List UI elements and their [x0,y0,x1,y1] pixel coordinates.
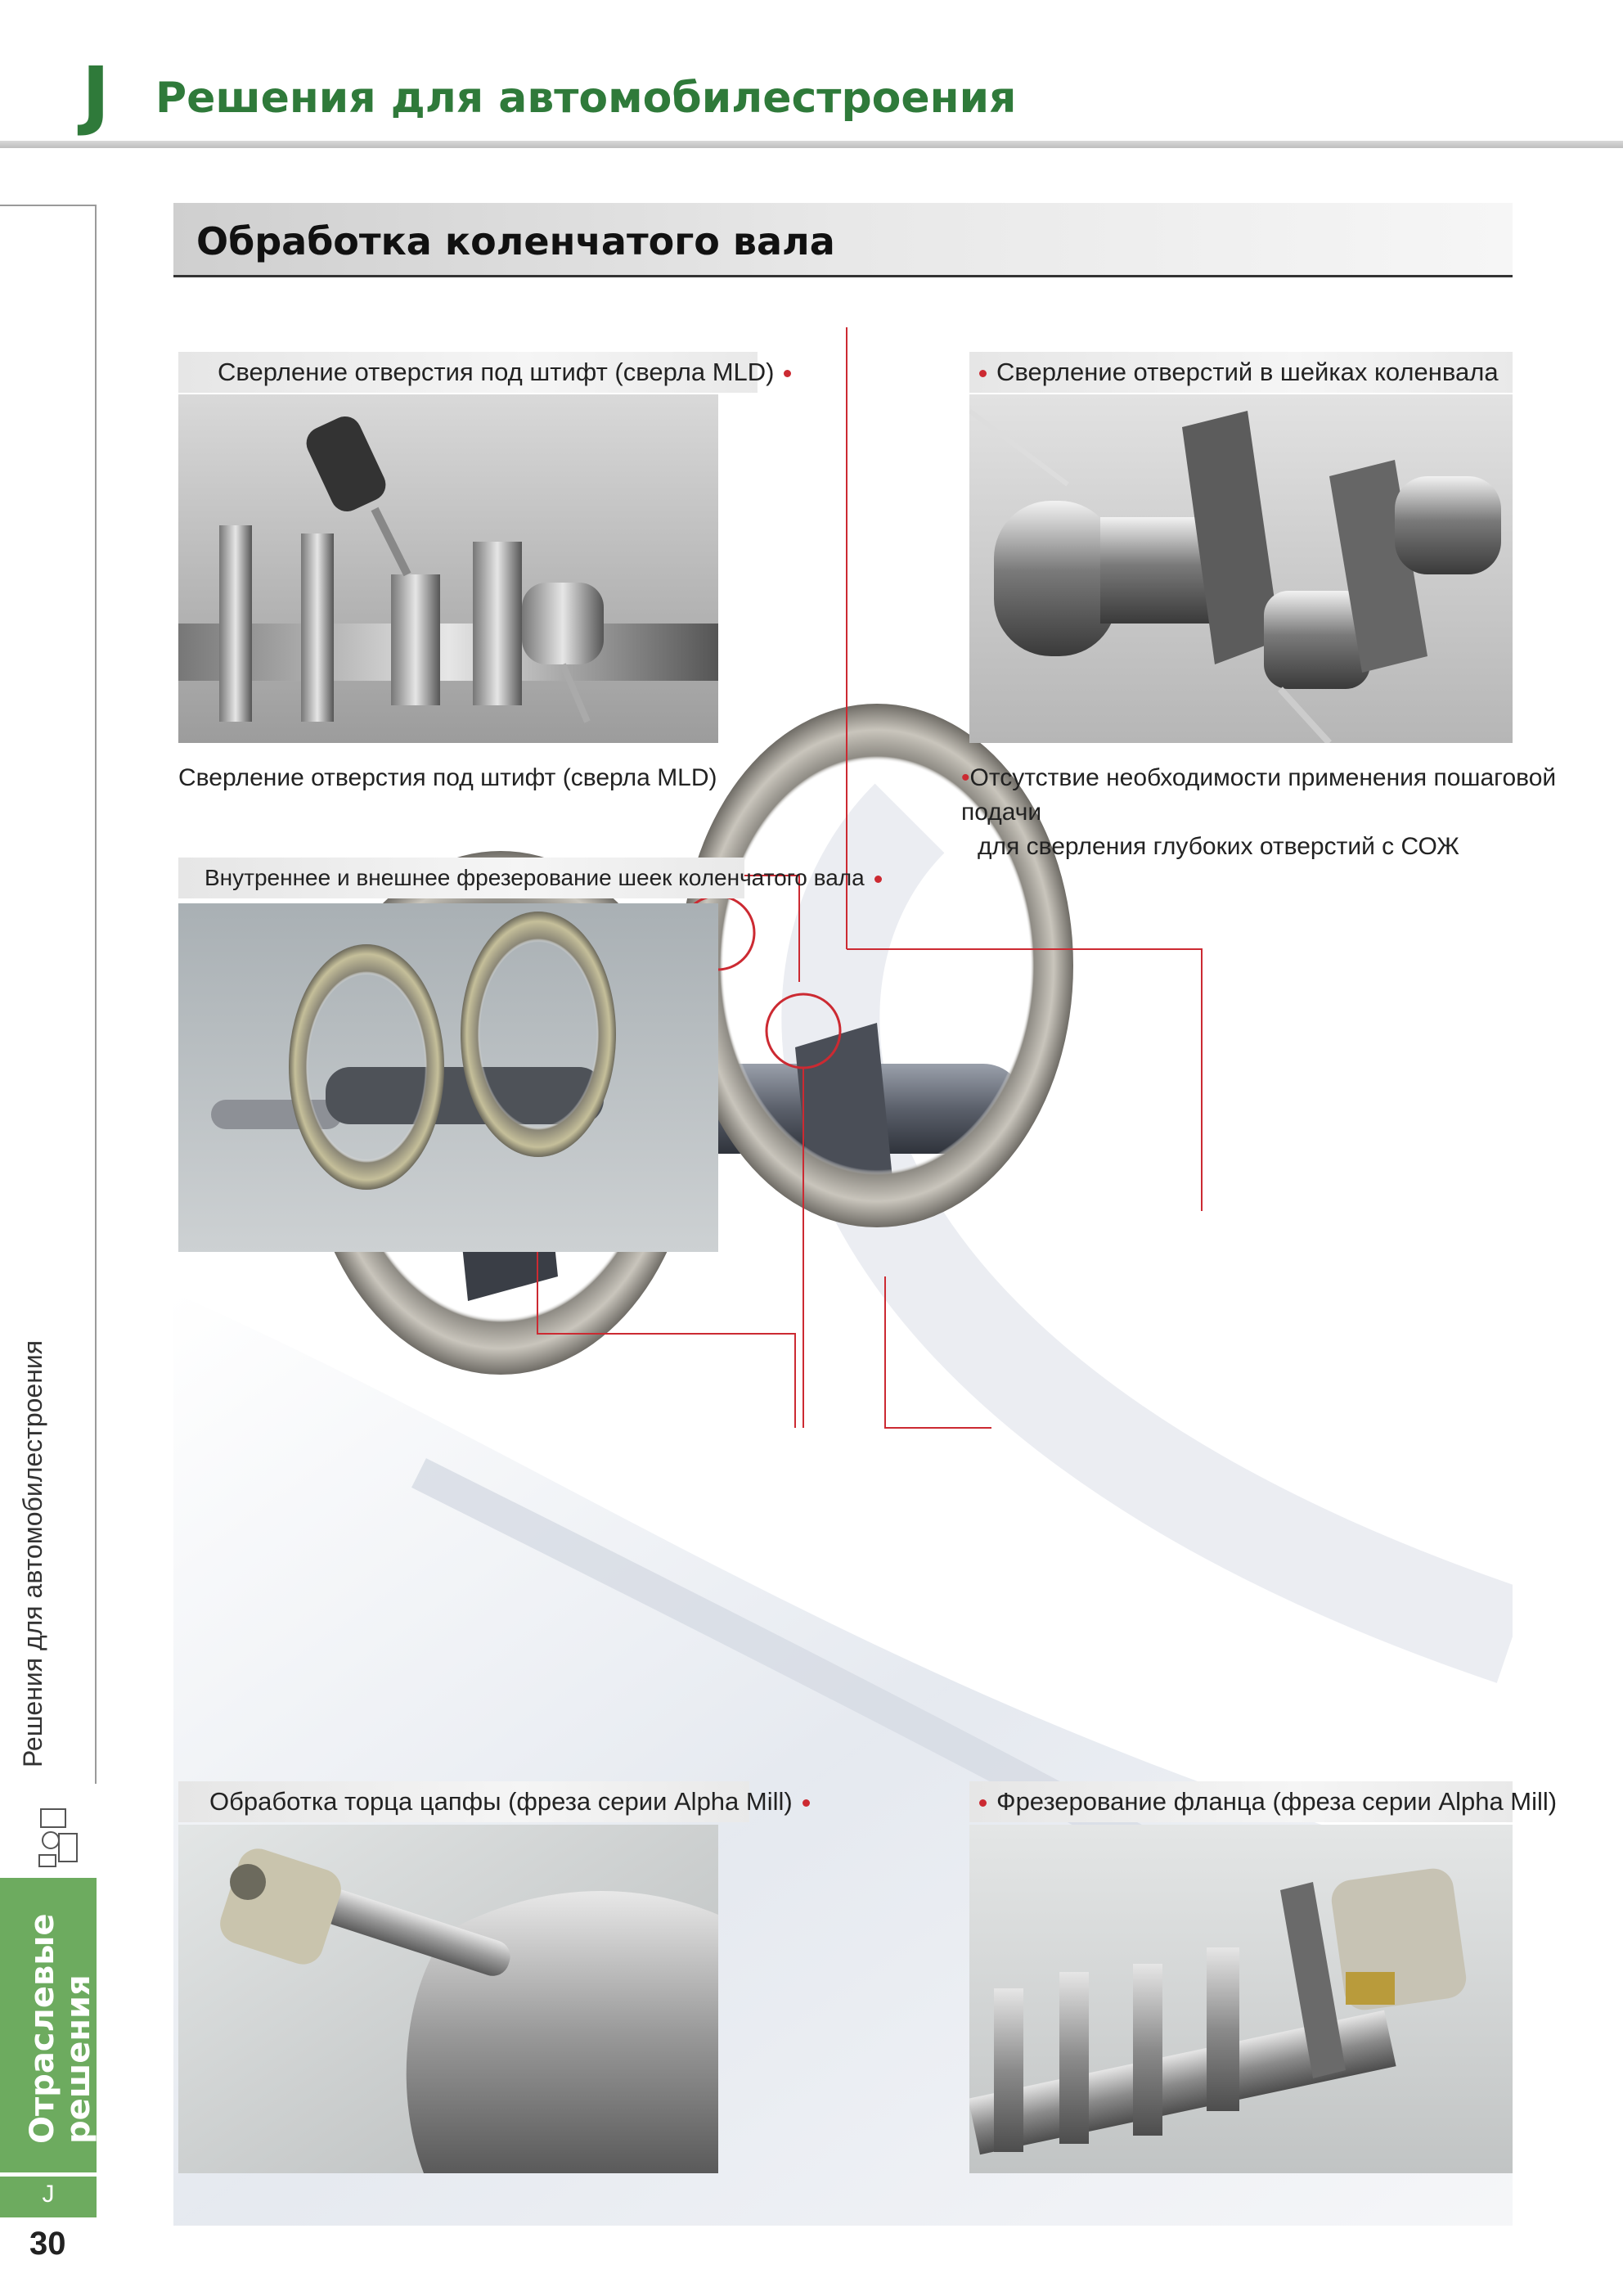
page-number: 30 [29,2226,66,2262]
sidebar-top-rule [0,205,97,206]
caption-milling-text: Внутреннее и внешнее фрезерование шеек к… [205,865,865,890]
section-banner: Обработка коленчатого вала [173,203,1513,277]
header-divider [0,141,1623,148]
note-journal-line1: Отсутствие необходимости применения поша… [961,764,1557,826]
sidebar-rule [95,205,97,1784]
note-pin-drilling: Сверление отверстия под штифт (сверла ML… [178,764,717,791]
callout-dot [784,370,792,378]
page-title: Решения для автомобилестроения [155,74,1017,123]
caption-flange: Фрезерование фланца (фреза серии Alpha M… [969,1781,1557,1822]
caption-pin-drilling-text: Сверление отверстия под штифт (сверла ML… [218,358,775,386]
category-tab-label: Отраслевые решения [24,1913,97,2144]
callout-dot [802,1799,810,1808]
caption-pin-drilling: Сверление отверстия под штифт (сверла ML… [178,352,792,393]
sidebar-section-label: Решения для автомобилестроения [18,1339,47,1767]
caption-end-face-text: Обработка торца цапфы (фреза серии Alpha… [209,1787,793,1816]
chapter-letter: J [82,51,110,138]
caption-end-face: Обработка торца цапфы (фреза серии Alpha… [178,1781,810,1822]
caption-journal-drilling: Сверление отверстий в шейках коленвала [969,352,1513,393]
callout-dot [874,876,882,884]
note-journal-drilling: •Отсутствие необходимости применения пош… [961,764,1557,860]
photo-end-face [178,1825,718,2173]
photo-journal-drilling [969,394,1513,743]
callout-dot [979,370,987,378]
caption-journal-drilling-text: Сверление отверстий в шейках коленвала [996,358,1499,386]
callout-dot [979,1799,987,1808]
photo-milling [178,903,718,1252]
car-parts-icon [38,1808,78,1867]
caption-flange-text: Фрезерование фланца (фреза серии Alpha M… [996,1787,1558,1816]
note-journal-line2: для сверления глубоких отверстий с СОЖ [978,833,1459,860]
caption-milling: Внутреннее и внешнее фрезерование шеек к… [178,858,882,898]
photo-flange [969,1825,1513,2173]
category-tab[interactable] [0,1878,97,2172]
category-letter: J [42,2181,55,2208]
photo-pin-drilling [178,394,718,743]
category-letter-box [0,2177,97,2217]
section-title: Обработка коленчатого вала [196,219,835,263]
